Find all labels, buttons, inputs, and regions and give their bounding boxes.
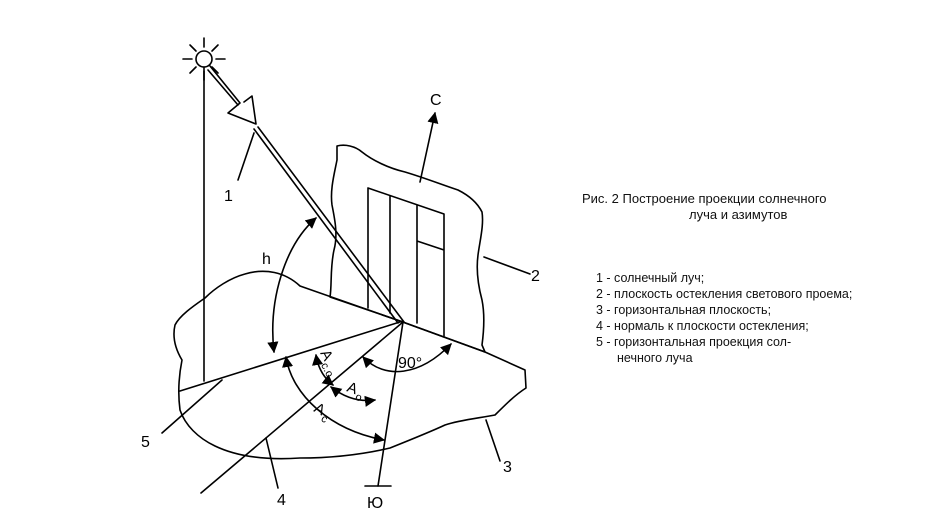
north-arrow	[419, 111, 439, 183]
svg-text:c: c	[319, 413, 330, 426]
svg-text:c.o: c.o	[318, 361, 335, 380]
number-5: 5	[141, 434, 150, 451]
leader-2	[483, 256, 531, 275]
number-2: 2	[531, 268, 540, 285]
glazing-normal	[200, 321, 404, 494]
leader-4	[265, 437, 279, 489]
caption-line-1: Рис. 2 Построение проекции солнечного	[582, 191, 827, 206]
legend-item: 4 - нормаль к плоскости остекления;	[596, 319, 809, 333]
label-north: С	[430, 92, 442, 109]
legend-item: 5 - горизонтальная проекция сол-	[596, 335, 792, 349]
glazing-plane	[329, 144, 486, 353]
legend-item: нечного луча	[617, 351, 693, 365]
leader-1	[237, 132, 255, 181]
number-1: 1	[224, 188, 233, 205]
legend-item: 3 - горизонтальная плоскость;	[596, 303, 772, 317]
legend-item: 1 - солнечный луч;	[596, 271, 705, 285]
window-frame	[367, 187, 445, 337]
number-4: 4	[277, 492, 286, 509]
arc-ac	[282, 355, 386, 444]
ray-horizontal-projection	[179, 320, 404, 392]
caption-line-2: луча и азимутов	[689, 207, 788, 222]
legend-item: 2 - плоскость остекления светового проем…	[596, 287, 853, 301]
label-ac: A c	[311, 400, 330, 427]
label-90: 90°	[398, 355, 422, 372]
leader-5	[161, 379, 223, 434]
label-h: h	[262, 251, 271, 268]
south-line	[377, 321, 404, 487]
legend: 1 - солнечный луч; 2 - плоскость остекле…	[596, 270, 852, 366]
svg-text:o: o	[354, 391, 364, 404]
number-3: 3	[503, 459, 512, 476]
leader-3	[485, 419, 501, 462]
label-ao: A o	[345, 379, 364, 405]
label-south: Ю	[367, 495, 383, 512]
solar-ray	[207, 65, 405, 324]
arc-h	[267, 217, 317, 354]
